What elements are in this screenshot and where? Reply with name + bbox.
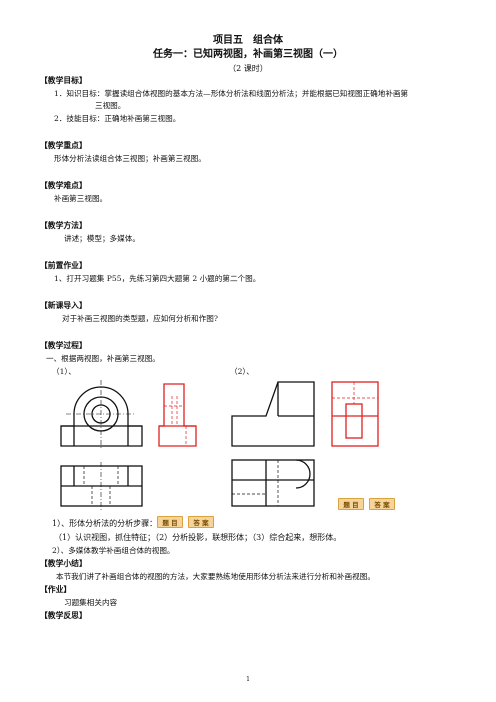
process-line2: 2）、多媒体教学补画组合体的视图。 [52, 546, 175, 555]
steps-text: （1）认识视图，抓住特征；（2）分析投影，联想形体；（3）综合起来，想形体。 [54, 533, 342, 542]
section-objectives-head: 【教学目标】 [40, 76, 87, 85]
fig1-answer-side-view [158, 383, 197, 447]
pre-text: 1、打开习题集 P55，先练习第四大题第 2 小题的第二个图。 [54, 274, 261, 283]
title-project: 项目五 组合体 [213, 35, 283, 46]
question-button-1[interactable]: 题 目 [157, 516, 183, 528]
difficulty-text: 补画第三视图。 [54, 194, 108, 203]
fig2-label: （2）、 [230, 367, 254, 376]
section-homework-head: 【作业】 [40, 585, 72, 594]
method-text: 讲述；模型；多媒体。 [64, 234, 140, 243]
fig1-front-outline [60, 386, 143, 447]
fig2-top-outline [231, 459, 315, 507]
answer-button-1[interactable]: 答 案 [188, 516, 214, 528]
figure-2-views [231, 381, 379, 507]
section-key-head: 【教学重点】 [40, 141, 87, 150]
objective-2: 2．技能目标：正确地补画第三视图。 [54, 114, 181, 123]
fig1-label: （1）、 [52, 367, 76, 376]
homework-text: 习题集相关内容 [64, 598, 118, 607]
section-pre-head: 【前置作业】 [40, 261, 87, 270]
class-hours: （2 课时） [228, 64, 268, 73]
key-text: 形体分析法读组合体三视图；补画第三视图。 [54, 154, 206, 163]
answer-button-2[interactable]: 答 案 [369, 498, 395, 510]
steps-head: 1）、形体分析法的分析步骤： [52, 519, 158, 528]
section-summary-head: 【教学小结】 [40, 559, 87, 568]
section-process-head: 【教学过程】 [40, 341, 87, 350]
title-task: 任务一：已知两视图，补画第三视图（一） [153, 49, 343, 60]
page-number: 1 [246, 676, 250, 683]
fig2-front-outline [231, 381, 315, 447]
question-button-2[interactable]: 题 目 [338, 498, 364, 510]
objective-1-cont: 三视图。 [95, 101, 126, 110]
section-reflection-head: 【教学反思】 [40, 611, 87, 620]
section-intro-head: 【新课导入】 [40, 301, 87, 310]
objective-1: 1．知识目标：掌握读组合体视图的基本方法—形体分析法和线面分析法；并能根据已知视… [54, 89, 409, 98]
intro-text: 对于补画三视图的类型题，应如何分析和作图? [62, 314, 218, 323]
section-method-head: 【教学方法】 [40, 221, 87, 230]
fig2-answer-side-view [331, 381, 379, 447]
process-line1: 一、根据两视图，补画第三视图。 [46, 354, 160, 363]
figure-1-views [60, 380, 197, 510]
summary-text: 本节我们讲了补画组合体的视图的方法，大家要熟练地使用形体分析法来进行分析和补画视… [56, 572, 375, 581]
section-difficulty-head: 【教学难点】 [40, 181, 87, 190]
